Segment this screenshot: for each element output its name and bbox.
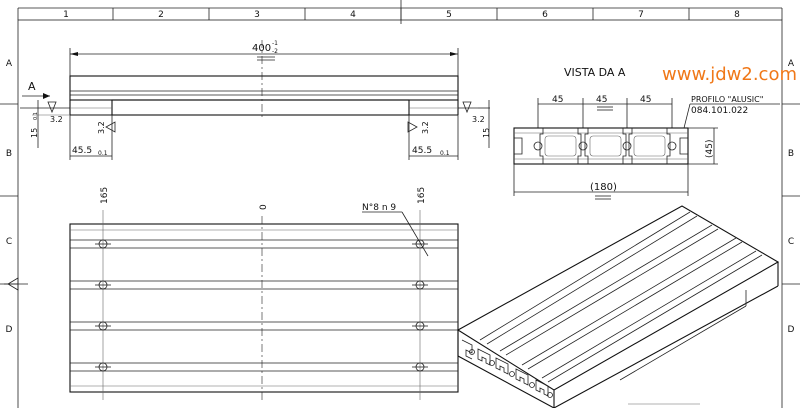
top-view: 165 0 165 N°8 n 9 — [69, 187, 459, 400]
roughness-value: 3.2 — [472, 115, 485, 124]
step-width-tol: 0.1 — [98, 150, 108, 157]
overall-tol-lower: -2 — [272, 48, 278, 55]
overall-length-dim: 400 — [252, 43, 271, 54]
column-label: 5 — [446, 10, 452, 20]
hole-position-right: 165 — [417, 187, 427, 204]
row-label: D — [788, 325, 795, 335]
row-label: B — [6, 149, 12, 159]
step-height-dim: 15 — [30, 128, 39, 138]
roughness-value: 3.2 — [50, 115, 63, 124]
row-label: C — [788, 237, 794, 247]
column-label: 8 — [734, 10, 740, 20]
hole-count-note: N°8 n 9 — [362, 203, 396, 213]
row-label: A — [6, 59, 13, 69]
column-label: 6 — [542, 10, 548, 20]
step-width-dim: 45.5 — [412, 146, 432, 156]
column-label: 7 — [638, 10, 644, 20]
overall-tol-upper: -1 — [272, 40, 278, 47]
step-width-dim: 45.5 — [72, 146, 92, 156]
row-label: A — [788, 59, 795, 69]
row-label: D — [6, 325, 13, 335]
center-position: 0 — [259, 204, 269, 210]
front-view: 400 -1 -2 A 15 0.1 3.2 3.2 — [20, 40, 491, 160]
column-label: 1 — [63, 10, 69, 20]
profile-name: PROFILO "ALUSIC" — [691, 95, 763, 104]
step-height-tol: 0.1 — [33, 112, 39, 120]
row-label: B — [788, 149, 794, 159]
profile-code: 084.101.022 — [691, 106, 748, 116]
watermark-text: www.jdw2.com — [662, 64, 797, 85]
section-width-dim: (180) — [590, 182, 617, 193]
pitch-dim: 45 — [640, 95, 651, 105]
row-label: C — [6, 237, 12, 247]
step-height-dim: 15 — [482, 128, 491, 138]
section-label-a: A — [28, 80, 36, 93]
step-width-tol: 0.1 — [440, 150, 450, 157]
section-height-dim: (45) — [705, 140, 715, 158]
column-label: 3 — [254, 10, 260, 20]
roughness-value: 3.2 — [421, 121, 430, 134]
column-labels: 1 2 3 4 5 6 7 8 — [63, 10, 740, 20]
section-view-title: VISTA DA A — [564, 66, 626, 79]
column-label: 4 — [350, 10, 356, 20]
row-labels: A B C D A B C D — [6, 59, 795, 335]
pitch-dim: 45 — [552, 95, 563, 105]
column-label: 2 — [158, 10, 164, 20]
isometric-view — [456, 205, 780, 409]
hole-position-left: 165 — [100, 187, 110, 204]
section-view: VISTA DA A 45 45 45 PROFILO "AL — [513, 66, 780, 200]
pitch-dim: 45 — [596, 95, 607, 105]
roughness-value: 3.2 — [97, 121, 106, 134]
